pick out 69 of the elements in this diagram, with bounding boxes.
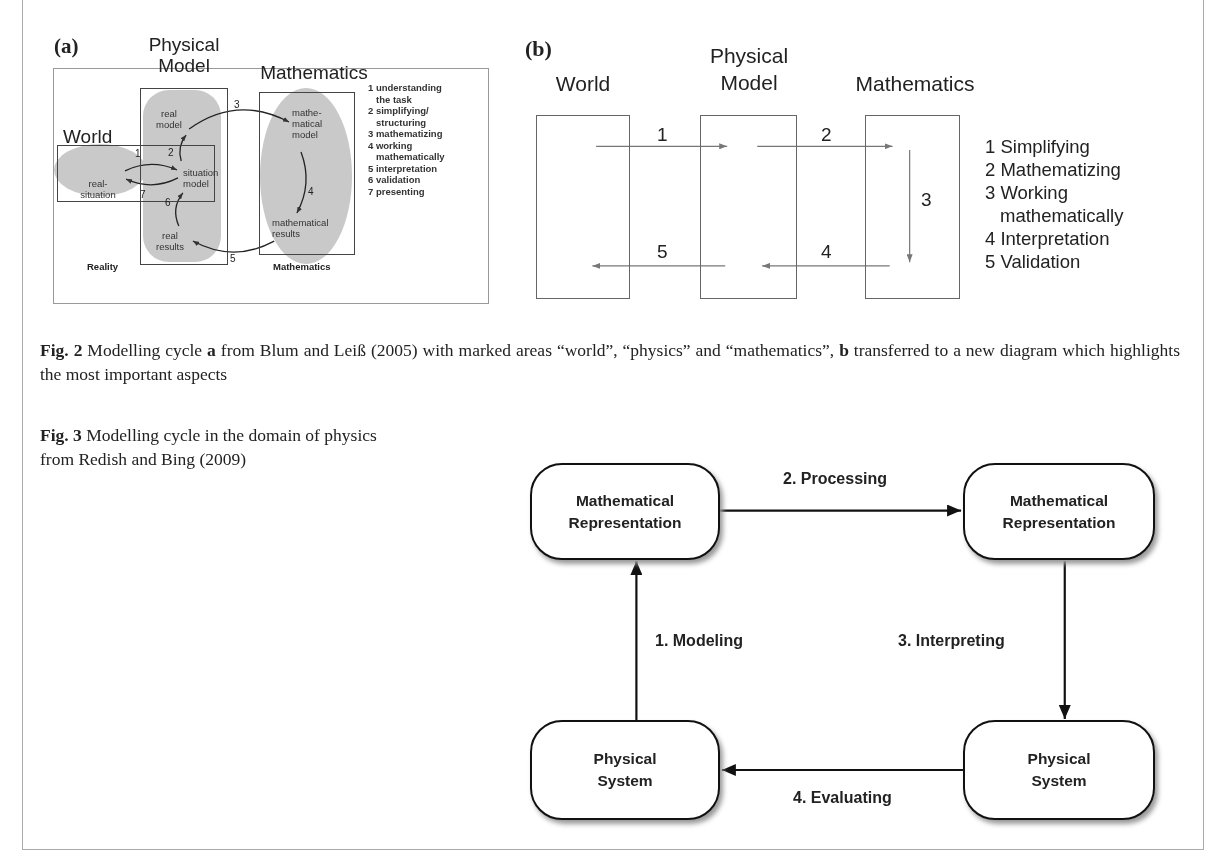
node-label: Mathematical Representation (567, 490, 683, 533)
edge-label: 3. Interpreting (898, 632, 1005, 650)
arrow (630, 560, 643, 720)
node-label: Physical System (1026, 749, 1092, 791)
arrow (179, 134, 187, 162)
rounded-box (963, 720, 1155, 820)
list-item: 6 validation (368, 174, 422, 186)
arrow (906, 149, 913, 263)
figure-caption: Fig. 2 Modelling cycle a from Blum and Leiß (2005) with marked areas “world”, “physics” and “mathematics”, b transferred to a new diagram which highlights the most important aspects (40, 339, 1180, 386)
panel-label: (b) (525, 36, 552, 62)
list-item: 5 interpretation (368, 162, 439, 174)
arrow (124, 163, 178, 172)
edge-label: 4. Evaluating (793, 789, 892, 807)
area-heading: Physical Model (147, 34, 221, 76)
area-heading: World (63, 126, 114, 148)
edge-label: 4 (308, 186, 314, 197)
arrow (761, 262, 891, 269)
node-label: Physical System (592, 749, 658, 791)
edge-label: 2. Processing (783, 470, 888, 488)
arrow (1058, 560, 1071, 719)
edge-label: 1 (135, 148, 141, 159)
edge-label: 4 (821, 241, 832, 263)
arrow (595, 143, 728, 150)
arrow (125, 177, 179, 186)
stage-label: real model (155, 108, 183, 130)
area-heading: World (554, 72, 612, 96)
area-caption: Mathematics (273, 261, 331, 272)
area-heading: Mathematics (259, 62, 369, 84)
arrow (756, 143, 894, 150)
list-item: 3 Working mathematically (985, 181, 1125, 227)
stage-label: mathematical results (272, 217, 330, 239)
edge-label: 7 (140, 189, 146, 200)
list-item: 1 understanding the task (368, 82, 443, 105)
edge-label: 1 (657, 124, 668, 146)
edge-label: 5 (230, 253, 236, 264)
panel-label: (a) (54, 34, 80, 58)
arrow (721, 764, 963, 776)
rounded-box (963, 463, 1155, 560)
figure-caption: Fig. 3 Modelling cycle in the domain of physics from Redish and Bing (2009) (40, 424, 378, 471)
arrow (591, 262, 726, 269)
edge-label: 2 (168, 147, 174, 158)
stage-label: real results (155, 230, 185, 252)
stage-label: mathe- matical model (292, 107, 324, 140)
list-item: 5 Validation (985, 250, 1082, 273)
area-heading: Mathematics (854, 72, 976, 96)
list-item: 3 mathematizing (368, 128, 444, 140)
edge-label: 3 (234, 99, 240, 110)
area-caption: Reality (87, 261, 119, 272)
arrow (296, 151, 307, 214)
list-item: 2 Mathematizing (985, 158, 1122, 181)
stage-label: real- situation (79, 178, 117, 200)
edge-label: 6 (165, 197, 171, 208)
arrow (720, 504, 962, 517)
node-label: Mathematical Representation (1001, 490, 1117, 533)
arrow (188, 109, 290, 130)
area-heading: Physical Model (708, 43, 790, 96)
arrow (192, 240, 275, 253)
rounded-box (530, 720, 720, 820)
edge-label: 5 (657, 241, 668, 263)
list-item: 7 presenting (368, 185, 426, 197)
list-item: 1 Simplifying (985, 135, 1091, 158)
arrow (175, 192, 184, 227)
edge-label: 3 (921, 189, 932, 211)
rounded-box (530, 463, 720, 560)
list-item: 4 working mathematically (368, 139, 446, 163)
list-item: 2 simplifying/ structuring (368, 105, 430, 128)
edge-label: 1. Modeling (655, 632, 743, 650)
edge-label: 2 (821, 124, 832, 146)
list-item: 4 Interpretation (985, 227, 1111, 250)
